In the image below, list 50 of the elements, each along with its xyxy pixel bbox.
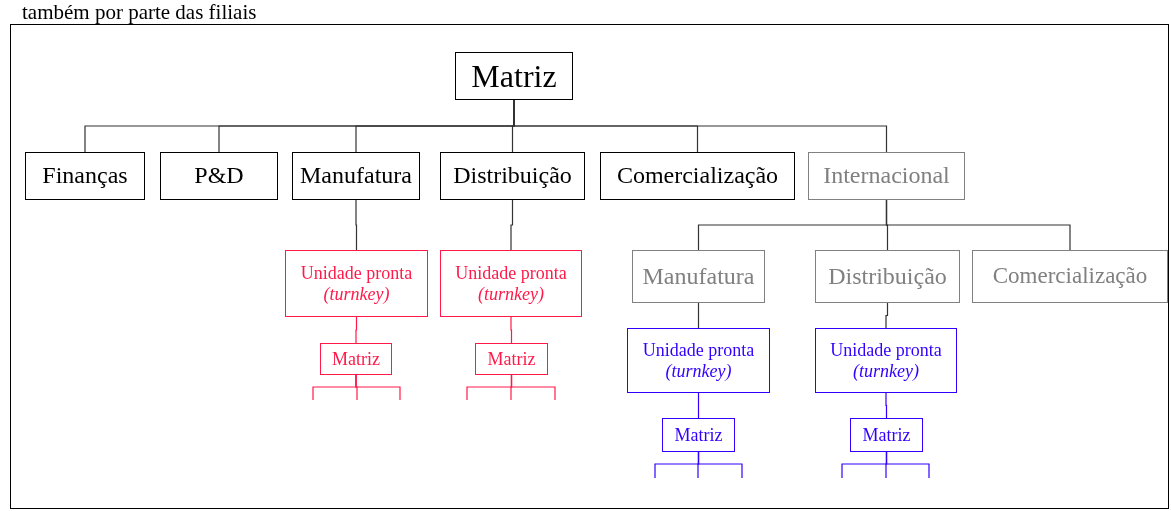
- org-box: [627, 328, 770, 393]
- connector-line: [510, 199, 514, 251]
- connector-line: [885, 392, 888, 419]
- org-box: [440, 250, 582, 317]
- org-box: [632, 250, 765, 303]
- unit-label: Unidade pronta (turnkey): [299, 262, 414, 305]
- org-box: [662, 418, 735, 452]
- org-box: [815, 328, 957, 393]
- org-box: [455, 52, 573, 100]
- org-box: [972, 250, 1168, 303]
- org-box: [600, 152, 795, 200]
- org-box: [160, 152, 278, 200]
- unit-label: Unidade pronta (turnkey): [454, 262, 568, 305]
- connector-line: [697, 451, 743, 479]
- connector-line: [355, 316, 358, 344]
- heading-fragment: também por parte das filiais: [22, 0, 257, 24]
- unit-label: Matriz: [471, 57, 557, 95]
- unit-label: Internacional: [823, 162, 950, 190]
- unit-label: Comercialização: [992, 263, 1148, 290]
- unit-label: Unidade pronta (turnkey): [829, 339, 943, 382]
- org-box: [292, 152, 420, 200]
- connector-line: [697, 392, 700, 419]
- connector-line: [355, 374, 401, 401]
- connector-line: [355, 199, 358, 251]
- org-box: [475, 343, 548, 375]
- unit-label: Manufatura: [642, 262, 755, 291]
- unit-label: Matriz: [487, 348, 536, 370]
- connector-line: [697, 302, 700, 329]
- connector-line: [510, 374, 556, 401]
- org-box: [850, 418, 923, 452]
- connector-line: [885, 199, 1071, 251]
- org-box: [25, 152, 145, 200]
- unit-label: Matriz: [674, 424, 723, 446]
- unit-label: Comercialização: [616, 162, 779, 190]
- connector-line: [885, 451, 930, 479]
- org-box: [815, 250, 960, 303]
- org-box: [320, 343, 392, 375]
- unit-label: Matriz: [862, 424, 911, 446]
- connector-line: [885, 302, 889, 329]
- unit-label: Distribuição: [828, 262, 947, 291]
- unit-label: Distribuição: [453, 162, 572, 190]
- unit-label: P&D: [194, 162, 244, 190]
- unit-label: Unidade pronta (turnkey): [641, 339, 756, 382]
- unit-label: Manufatura: [300, 162, 412, 190]
- unit-label: Finanças: [42, 162, 128, 190]
- org-box: [285, 250, 428, 317]
- connector-line: [510, 316, 513, 344]
- org-box: [808, 152, 965, 200]
- unit-label: Matriz: [332, 348, 380, 370]
- org-box: [440, 152, 585, 200]
